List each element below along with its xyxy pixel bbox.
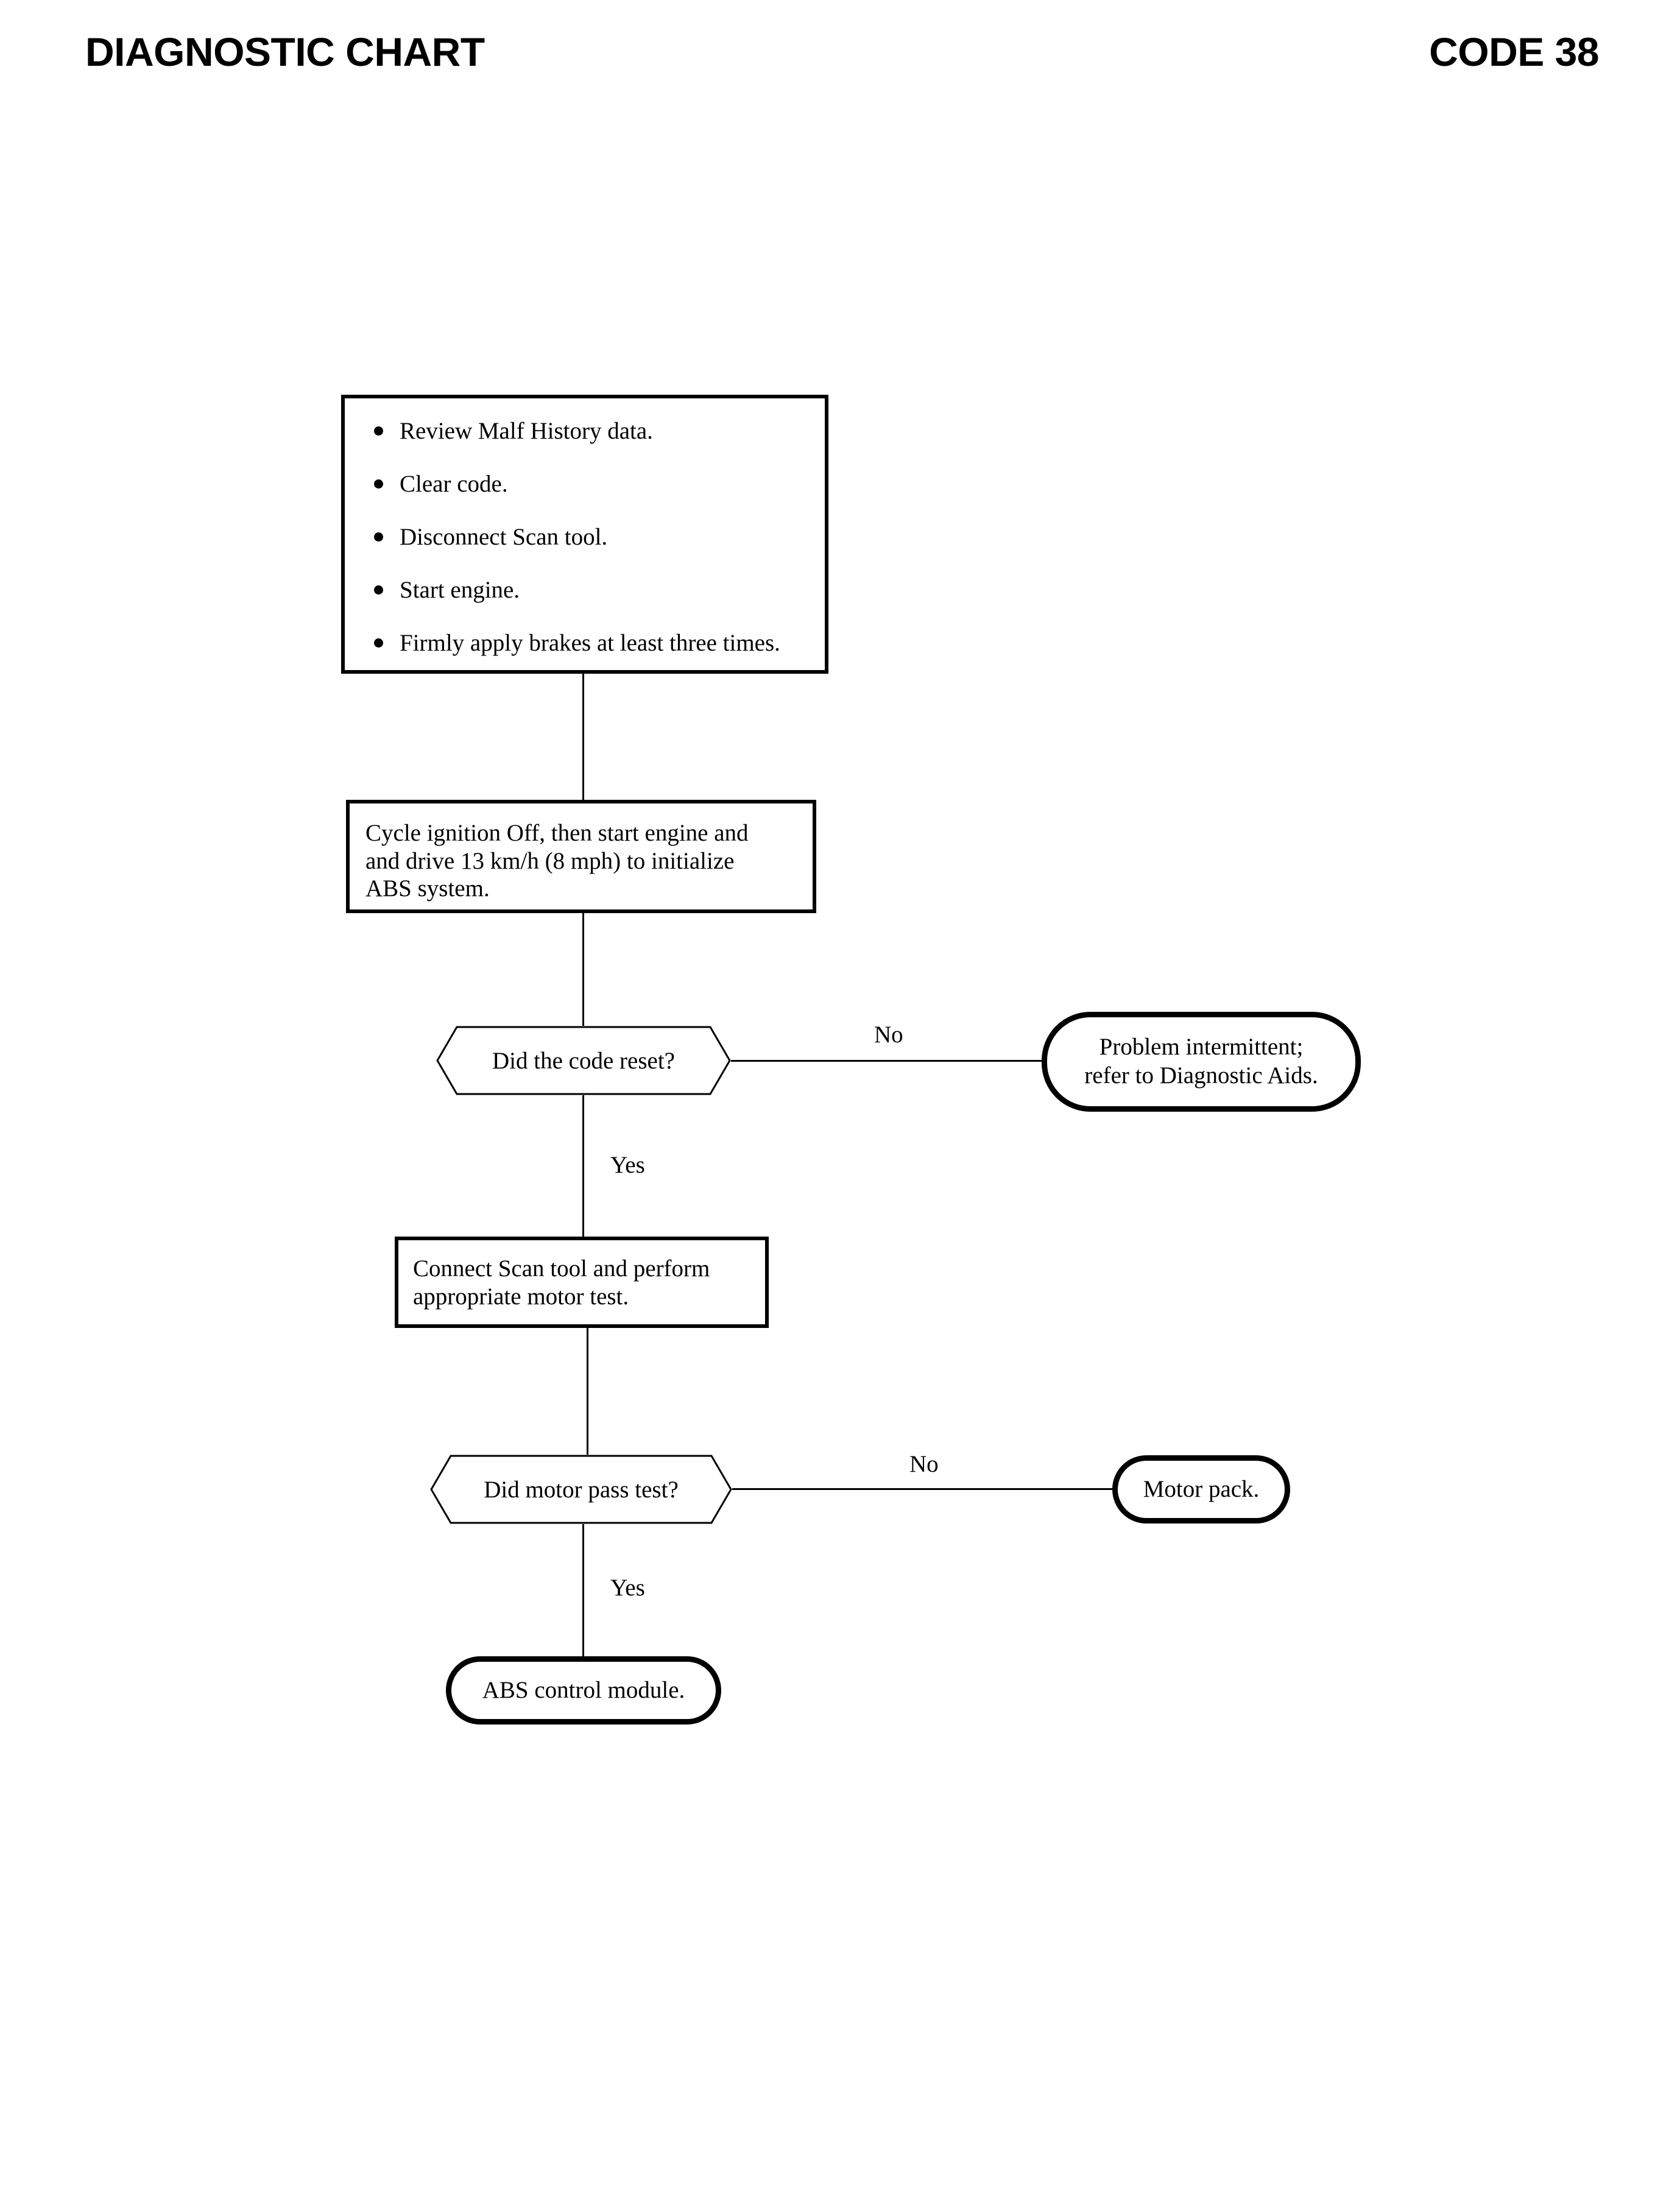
list-item-label: Start engine. [400, 577, 520, 603]
terminal-abs-control-module: ABS control module. [446, 1656, 721, 1725]
code-label: CODE 38 [1429, 29, 1599, 74]
connector-motor-test-no [731, 1488, 1114, 1490]
edge-label-yes-code-reset: Yes [610, 1152, 645, 1178]
list-item: Firmly apply brakes at least three times… [358, 631, 811, 655]
list-item: Review Malf History data. [358, 419, 811, 443]
terminal-motor-pack: Motor pack. [1112, 1455, 1290, 1523]
decision-did-motor-pass-test: Did motor pass test? [430, 1455, 732, 1524]
list-item: Disconnect Scan tool. [358, 525, 811, 549]
terminal-motor-pack-label: Motor pack. [1143, 1475, 1260, 1502]
terminal-problem-intermittent-label: Problem intermittent; refer to Diagnosti… [1084, 1034, 1318, 1089]
connector-code-reset-no [730, 1060, 1043, 1062]
bullet-icon [374, 532, 383, 542]
review-step-list: Review Malf History data. Clear code. Di… [358, 419, 811, 655]
step-box-connect-scan-tool-text: Connect Scan tool and perform appropriat… [413, 1255, 710, 1310]
hexagon-shape [436, 1026, 731, 1095]
list-item-label: Disconnect Scan tool. [400, 524, 608, 550]
bullet-icon [374, 426, 383, 436]
list-item: Clear code. [358, 472, 811, 496]
list-item-label: Firmly apply brakes at least three times… [400, 630, 780, 656]
list-item-label: Clear code. [400, 471, 508, 497]
step-box-cycle-ignition: Cycle ignition Off, then start engine an… [346, 800, 816, 913]
connector-code-reset-yes [582, 1094, 584, 1238]
step-box-review: Review Malf History data. Clear code. Di… [341, 395, 828, 674]
connector-motor-test-yes [582, 1523, 584, 1658]
decision-did-code-reset-label: Did the code reset? [492, 1047, 675, 1074]
bullet-icon [374, 585, 383, 595]
step-box-cycle-ignition-text: Cycle ignition Off, then start engine an… [365, 820, 749, 902]
terminal-abs-control-module-label: ABS control module. [482, 1676, 685, 1703]
list-item-label: Review Malf History data. [400, 418, 653, 444]
hexagon-shape [430, 1455, 732, 1524]
step-box-connect-scan-tool: Connect Scan tool and perform appropriat… [395, 1237, 769, 1328]
connector-connect-to-motor-test [587, 1328, 588, 1457]
terminal-problem-intermittent: Problem intermittent; refer to Diagnosti… [1042, 1012, 1361, 1112]
decision-did-motor-pass-test-label: Did motor pass test? [484, 1476, 679, 1503]
connector-review-to-cycle [582, 674, 584, 802]
connector-cycle-to-code-reset [582, 913, 584, 1028]
edge-label-no-code-reset: No [874, 1022, 903, 1048]
page-title: DIAGNOSTIC CHART [85, 29, 485, 74]
edge-label-yes-motor-test: Yes [610, 1575, 645, 1601]
list-item: Start engine. [358, 578, 811, 602]
bullet-icon [374, 479, 383, 489]
decision-did-code-reset: Did the code reset? [436, 1026, 731, 1095]
edge-label-no-motor-test: No [909, 1451, 939, 1477]
bullet-icon [374, 638, 383, 648]
